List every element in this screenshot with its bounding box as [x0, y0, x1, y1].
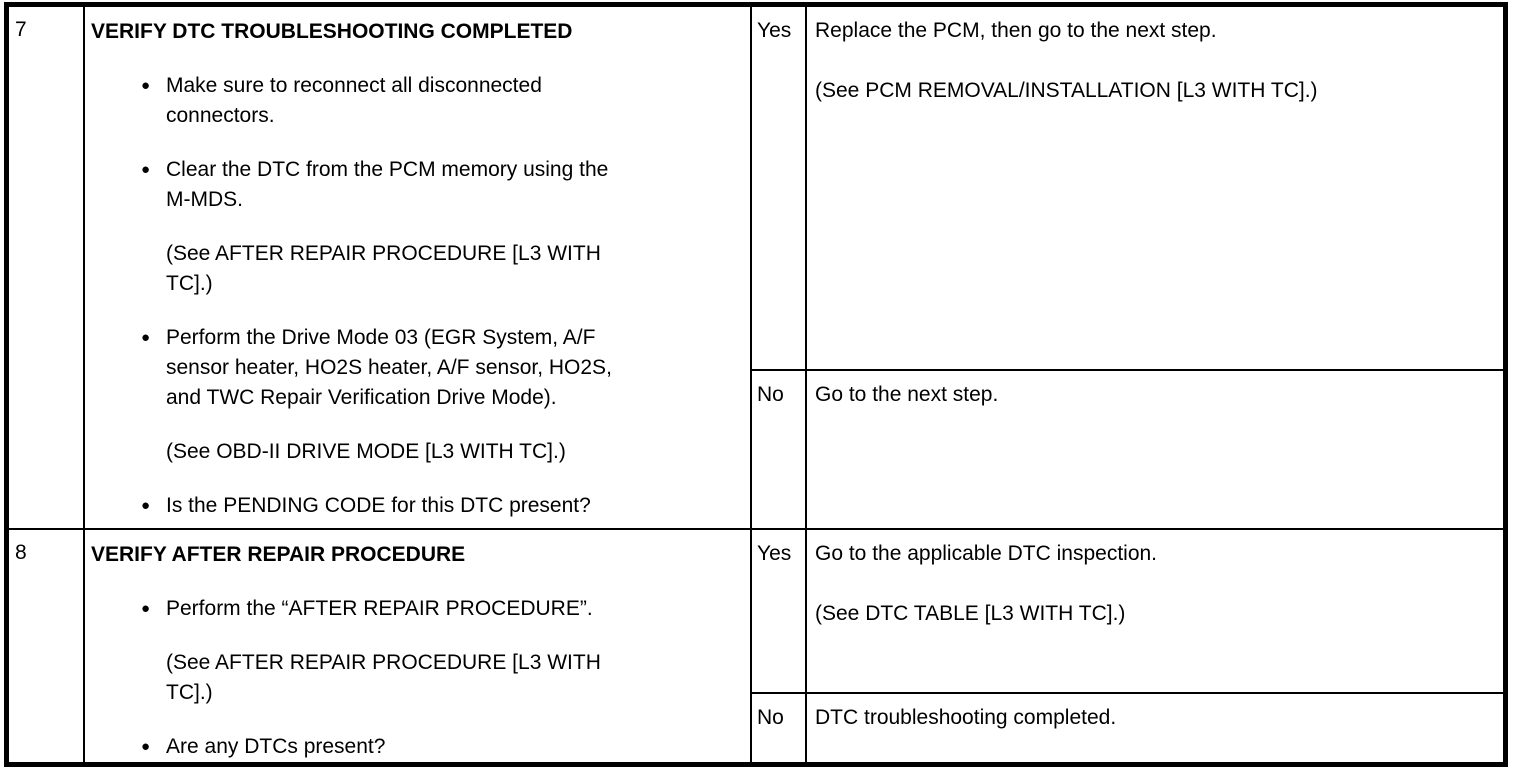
action-reference-note: (See DTC TABLE [L3 WITH TC].): [815, 602, 1126, 625]
inspection-cell-step-7: VERIFY DTC TROUBLESHOOTING COMPLETED ● M…: [85, 7, 752, 528]
answer-label-no: No: [752, 694, 807, 762]
answer-label-yes: Yes: [752, 7, 807, 369]
bullet-icon: ●: [141, 600, 151, 617]
results-cell-step-7: Yes Replace the PCM, then go to the next…: [752, 7, 1503, 528]
result-subrow-no: No DTC troubleshooting completed.: [752, 694, 1503, 762]
inspection-item: ● Perform the “AFTER REPAIR PROCEDURE”.: [91, 594, 742, 624]
inspection-item-text: Are any DTCs present?: [166, 735, 386, 758]
action-cell: Replace the PCM, then go to the next ste…: [807, 7, 1503, 369]
inspection-item-text: Clear the DTC from the PCM memory using …: [166, 158, 609, 211]
bullet-icon: ●: [141, 161, 151, 178]
bullet-icon: ●: [141, 497, 151, 514]
action-text: Go to the applicable DTC inspection.: [815, 542, 1158, 565]
action-reference-note: (See PCM REMOVAL/INSTALLATION [L3 WITH T…: [815, 79, 1318, 102]
table-row-step-7: 7 VERIFY DTC TROUBLESHOOTING COMPLETED ●…: [9, 7, 1503, 530]
results-cell-step-8: Yes Go to the applicable DTC inspection.…: [752, 530, 1503, 762]
bullet-icon: ●: [141, 329, 151, 346]
bullet-icon: ●: [141, 77, 151, 94]
inspection-reference-note: (See OBD-II DRIVE MODE [L3 WITH TC].): [166, 440, 566, 463]
troubleshooting-table: 7 VERIFY DTC TROUBLESHOOTING COMPLETED ●…: [4, 2, 1508, 767]
result-subrow-yes: Yes Go to the applicable DTC inspection.…: [752, 530, 1503, 694]
inspection-cell-step-8: VERIFY AFTER REPAIR PROCEDURE ● Perform …: [85, 530, 752, 762]
action-cell: Go to the applicable DTC inspection. (Se…: [807, 530, 1503, 692]
result-subrow-no: No Go to the next step.: [752, 371, 1503, 528]
table-row-step-8: 8 VERIFY AFTER REPAIR PROCEDURE ● Perfor…: [9, 530, 1503, 762]
action-text: Go to the next step.: [815, 383, 999, 406]
action-text: Replace the PCM, then go to the next ste…: [815, 19, 1217, 42]
bullet-icon: ●: [141, 738, 151, 755]
step-number: 8: [9, 530, 85, 762]
inspection-reference-note: (See AFTER REPAIR PROCEDURE [L3 WITH TC]…: [166, 242, 601, 295]
inspection-item-text: Make sure to reconnect all disconnected …: [166, 74, 542, 127]
inspection-title: VERIFY AFTER REPAIR PROCEDURE: [91, 543, 466, 566]
inspection-item: ● Perform the Drive Mode 03 (EGR System,…: [91, 323, 742, 413]
inspection-item-text: Perform the “AFTER REPAIR PROCEDURE”.: [166, 597, 593, 620]
inspection-item: ● Clear the DTC from the PCM memory usin…: [91, 155, 742, 215]
inspection-item-text: Perform the Drive Mode 03 (EGR System, A…: [166, 326, 612, 409]
inspection-reference-note: (See AFTER REPAIR PROCEDURE [L3 WITH TC]…: [166, 651, 601, 704]
inspection-item: ● Make sure to reconnect all disconnecte…: [91, 71, 742, 131]
inspection-item: ● Is the PENDING CODE for this DTC prese…: [91, 491, 742, 521]
inspection-item: ● Are any DTCs present?: [91, 732, 742, 762]
inspection-item-text: Is the PENDING CODE for this DTC present…: [166, 494, 591, 517]
step-number: 7: [9, 7, 85, 528]
result-subrow-yes: Yes Replace the PCM, then go to the next…: [752, 7, 1503, 371]
answer-label-no: No: [752, 371, 807, 528]
inspection-title: VERIFY DTC TROUBLESHOOTING COMPLETED: [91, 20, 573, 43]
action-cell: DTC troubleshooting completed.: [807, 694, 1503, 762]
answer-label-yes: Yes: [752, 530, 807, 692]
action-text: DTC troubleshooting completed.: [815, 706, 1117, 729]
action-cell: Go to the next step.: [807, 371, 1503, 528]
